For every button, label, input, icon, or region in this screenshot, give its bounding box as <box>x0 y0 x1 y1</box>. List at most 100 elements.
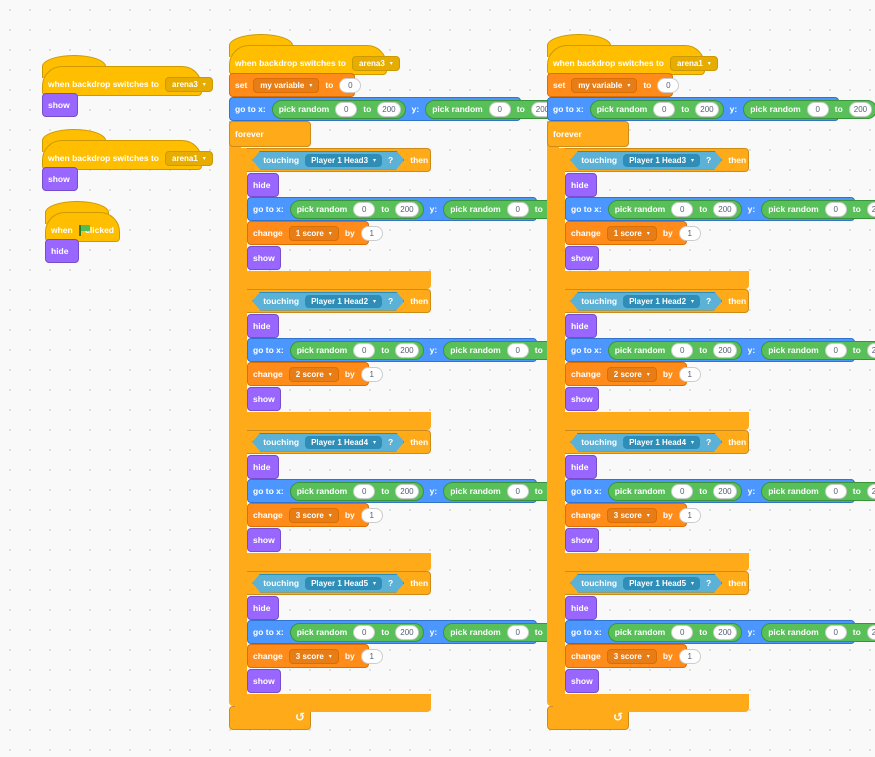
random-from-input[interactable]: 0 <box>824 342 847 358</box>
forever-block[interactable]: forever <box>547 121 629 147</box>
sprite-dropdown[interactable]: Player 1 Head2▾ <box>305 295 382 308</box>
random-to-input[interactable]: 200 <box>395 201 419 217</box>
random-to-input[interactable]: 200 <box>866 201 875 217</box>
random-from-input[interactable]: 0 <box>353 624 376 640</box>
change-amount-input[interactable]: 1 <box>360 507 383 523</box>
random-to-input[interactable]: 200 <box>866 624 875 640</box>
show-block[interactable]: show <box>247 528 281 552</box>
show-block[interactable]: show <box>247 669 281 693</box>
random-to-input[interactable]: 200 <box>395 342 419 358</box>
random-to-input[interactable]: 200 <box>866 342 875 358</box>
random-from-input[interactable]: 0 <box>671 624 694 640</box>
if-then-block[interactable]: iftouchingPlayer 1 Head3▾?then <box>235 148 431 172</box>
change-amount-input[interactable]: 1 <box>678 366 701 382</box>
hide-block[interactable]: hide <box>247 596 279 620</box>
change-amount-input[interactable]: 1 <box>678 507 701 523</box>
change-amount-input[interactable]: 1 <box>360 366 383 382</box>
sprite-dropdown[interactable]: Player 1 Head3▾ <box>623 154 700 167</box>
random-from-input[interactable]: 0 <box>353 342 376 358</box>
hide-block[interactable]: hide <box>565 596 597 620</box>
change-amount-input[interactable]: 1 <box>360 225 383 241</box>
score-variable-dropdown[interactable]: 3 score▾ <box>606 507 657 523</box>
change-amount-input[interactable]: 1 <box>678 225 701 241</box>
sprite-dropdown[interactable]: Player 1 Head4▾ <box>623 436 700 449</box>
sprite-dropdown[interactable]: Player 1 Head5▾ <box>305 577 382 590</box>
change-amount-input[interactable]: 1 <box>678 648 701 664</box>
random-from-input[interactable]: 0 <box>506 342 529 358</box>
sprite-dropdown[interactable]: Player 1 Head2▾ <box>623 295 700 308</box>
if-then-block[interactable]: iftouchingPlayer 1 Head4▾?then <box>553 430 749 454</box>
score-variable-dropdown[interactable]: 1 score▾ <box>606 225 657 241</box>
random-to-input[interactable]: 200 <box>713 342 737 358</box>
random-from-input[interactable]: 0 <box>335 101 358 117</box>
random-to-input[interactable]: 200 <box>395 624 419 640</box>
random-to-input[interactable]: 200 <box>395 483 419 499</box>
random-to-input[interactable]: 200 <box>713 201 737 217</box>
hide-block[interactable]: hide <box>565 314 597 338</box>
variable-value-input[interactable]: 0 <box>339 77 362 93</box>
show-block[interactable]: show <box>565 528 599 552</box>
hide-block[interactable]: hide <box>45 239 79 263</box>
random-from-input[interactable]: 0 <box>671 201 694 217</box>
backdrop-dropdown[interactable]: arena3▾ <box>165 76 213 92</box>
if-then-block[interactable]: iftouchingPlayer 1 Head5▾?then <box>235 571 431 595</box>
random-from-input[interactable]: 0 <box>671 342 694 358</box>
if-then-block[interactable]: iftouchingPlayer 1 Head4▾?then <box>235 430 431 454</box>
if-then-block[interactable]: iftouchingPlayer 1 Head2▾?then <box>553 289 749 313</box>
hide-block[interactable]: hide <box>565 173 597 197</box>
if-then-block[interactable]: iftouchingPlayer 1 Head3▾?then <box>553 148 749 172</box>
variable-dropdown[interactable]: my variable▾ <box>571 77 638 93</box>
random-from-input[interactable]: 0 <box>506 624 529 640</box>
show-block[interactable]: show <box>42 167 78 191</box>
show-block[interactable]: show <box>42 93 78 117</box>
random-from-input[interactable]: 0 <box>824 624 847 640</box>
random-to-input[interactable]: 200 <box>866 483 875 499</box>
variable-dropdown[interactable]: my variable▾ <box>253 77 320 93</box>
score-variable-dropdown[interactable]: 3 score▾ <box>288 507 339 523</box>
random-from-input[interactable]: 0 <box>506 483 529 499</box>
random-from-input[interactable]: 0 <box>824 483 847 499</box>
random-from-input[interactable]: 0 <box>353 201 376 217</box>
random-to-input[interactable]: 200 <box>713 624 737 640</box>
random-from-input[interactable]: 0 <box>353 483 376 499</box>
change-amount-input[interactable]: 1 <box>360 648 383 664</box>
hide-block[interactable]: hide <box>565 455 597 479</box>
random-from-input[interactable]: 0 <box>806 101 829 117</box>
show-block[interactable]: show <box>565 387 599 411</box>
random-to-input[interactable]: 200 <box>695 101 719 117</box>
